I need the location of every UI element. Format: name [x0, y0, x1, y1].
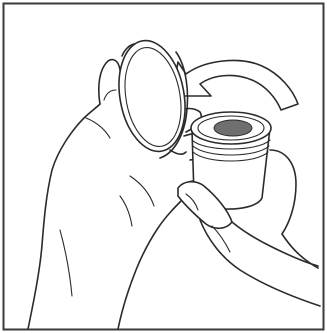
filter-mesh: [214, 120, 252, 136]
